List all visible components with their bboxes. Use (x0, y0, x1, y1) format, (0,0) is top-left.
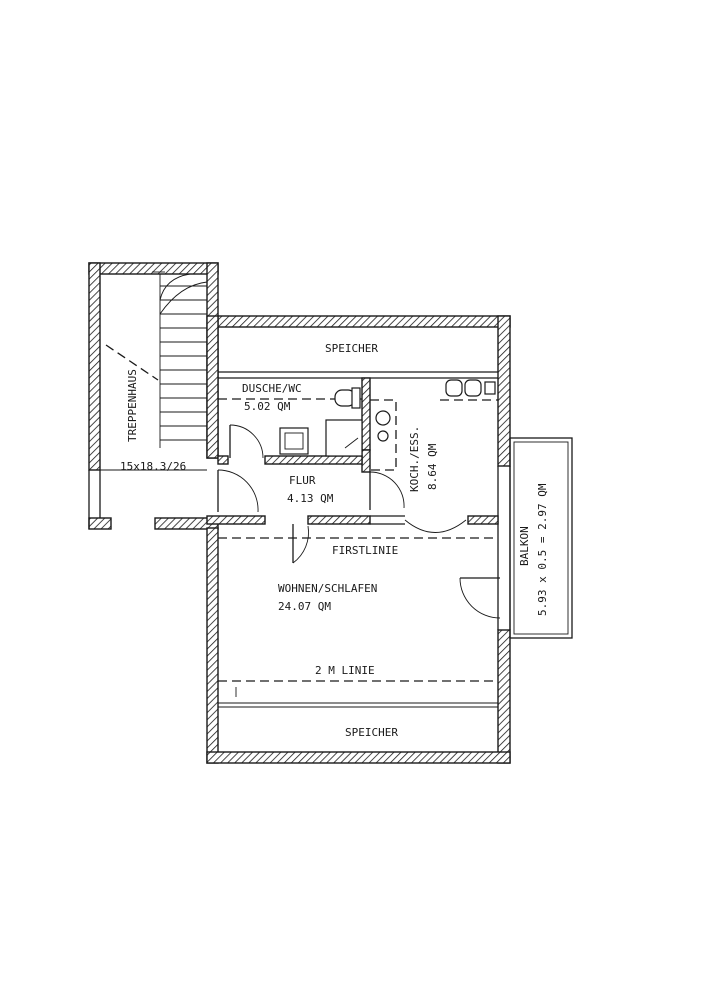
sink-icon (279, 427, 309, 455)
kitchen-living-swing (404, 519, 467, 533)
wall-flur-living-right (307, 515, 371, 525)
wall-kitchen-living-right (467, 515, 499, 525)
wall-bath-kitchen (361, 377, 371, 451)
balcony: BALKON 5.93 x 0.5 = 2.97 QM (509, 437, 573, 639)
living-room: FIRSTLINIE WOHNEN/SCHLAFEN 24.07 QM 2 M … (218, 537, 498, 708)
wall-bath-flur-left (217, 455, 229, 465)
kitchen-label: KOCH./ESS. (408, 426, 421, 492)
ridge-line-label: FIRSTLINIE (332, 544, 398, 557)
kitchen-area: 8.64 QM (426, 443, 439, 490)
hallway-label: FLUR (289, 474, 316, 487)
living-label: WOHNEN/SCHLAFEN (278, 582, 377, 595)
wall-flur-kitchen (361, 449, 371, 473)
interior-walls (206, 377, 499, 525)
exterior-walls (206, 315, 511, 764)
bathroom: DUSCHE/WC 5.02 QM (218, 382, 363, 457)
balcony-label: BALKON (518, 526, 531, 566)
stove-icon (375, 410, 391, 426)
two-meter-line-label: 2 M LINIE (315, 664, 375, 677)
wall-left-upper (206, 315, 219, 459)
wall-left-lower (206, 527, 219, 764)
shower-icon (325, 419, 363, 457)
bathroom-area: 5.02 QM (244, 400, 291, 413)
stairwell-label: TREPPENHAUS (126, 369, 139, 442)
doors (217, 424, 501, 619)
wall-right-upper (497, 315, 511, 467)
kitchen: KOCH./ESS. 8.64 QM (370, 379, 498, 492)
wall-bath-flur-right (264, 455, 363, 465)
attic-bottom-label: SPEICHER (345, 726, 398, 739)
stair-direction-line (105, 344, 159, 381)
stairwell-wall-bottom-left (88, 517, 112, 530)
kitchen-sink-icon (445, 379, 463, 397)
hallway-area: 4.13 QM (287, 492, 334, 505)
stairwell-wall-left (88, 262, 101, 471)
stair-dimension: 15x18.3/26 (120, 460, 186, 473)
stair-treads (152, 271, 208, 448)
living-area: 24.07 QM (278, 600, 331, 613)
attic-bottom: SPEICHER (345, 726, 398, 739)
attic-top-label: SPEICHER (325, 342, 378, 355)
stairwell: TREPPENHAUS 15x18.3/26 (88, 262, 219, 530)
bathroom-label: DUSCHE/WC (242, 382, 302, 395)
balcony-area: 5.93 x 0.5 = 2.97 QM (536, 483, 549, 616)
attic-top: SPEICHER (218, 342, 498, 379)
wall-right-lower (497, 629, 511, 764)
hallway: FLUR 4.13 QM (287, 474, 334, 505)
wall-flur-living-left (206, 515, 266, 525)
wall-top (217, 315, 511, 328)
wall-bottom (206, 751, 511, 764)
